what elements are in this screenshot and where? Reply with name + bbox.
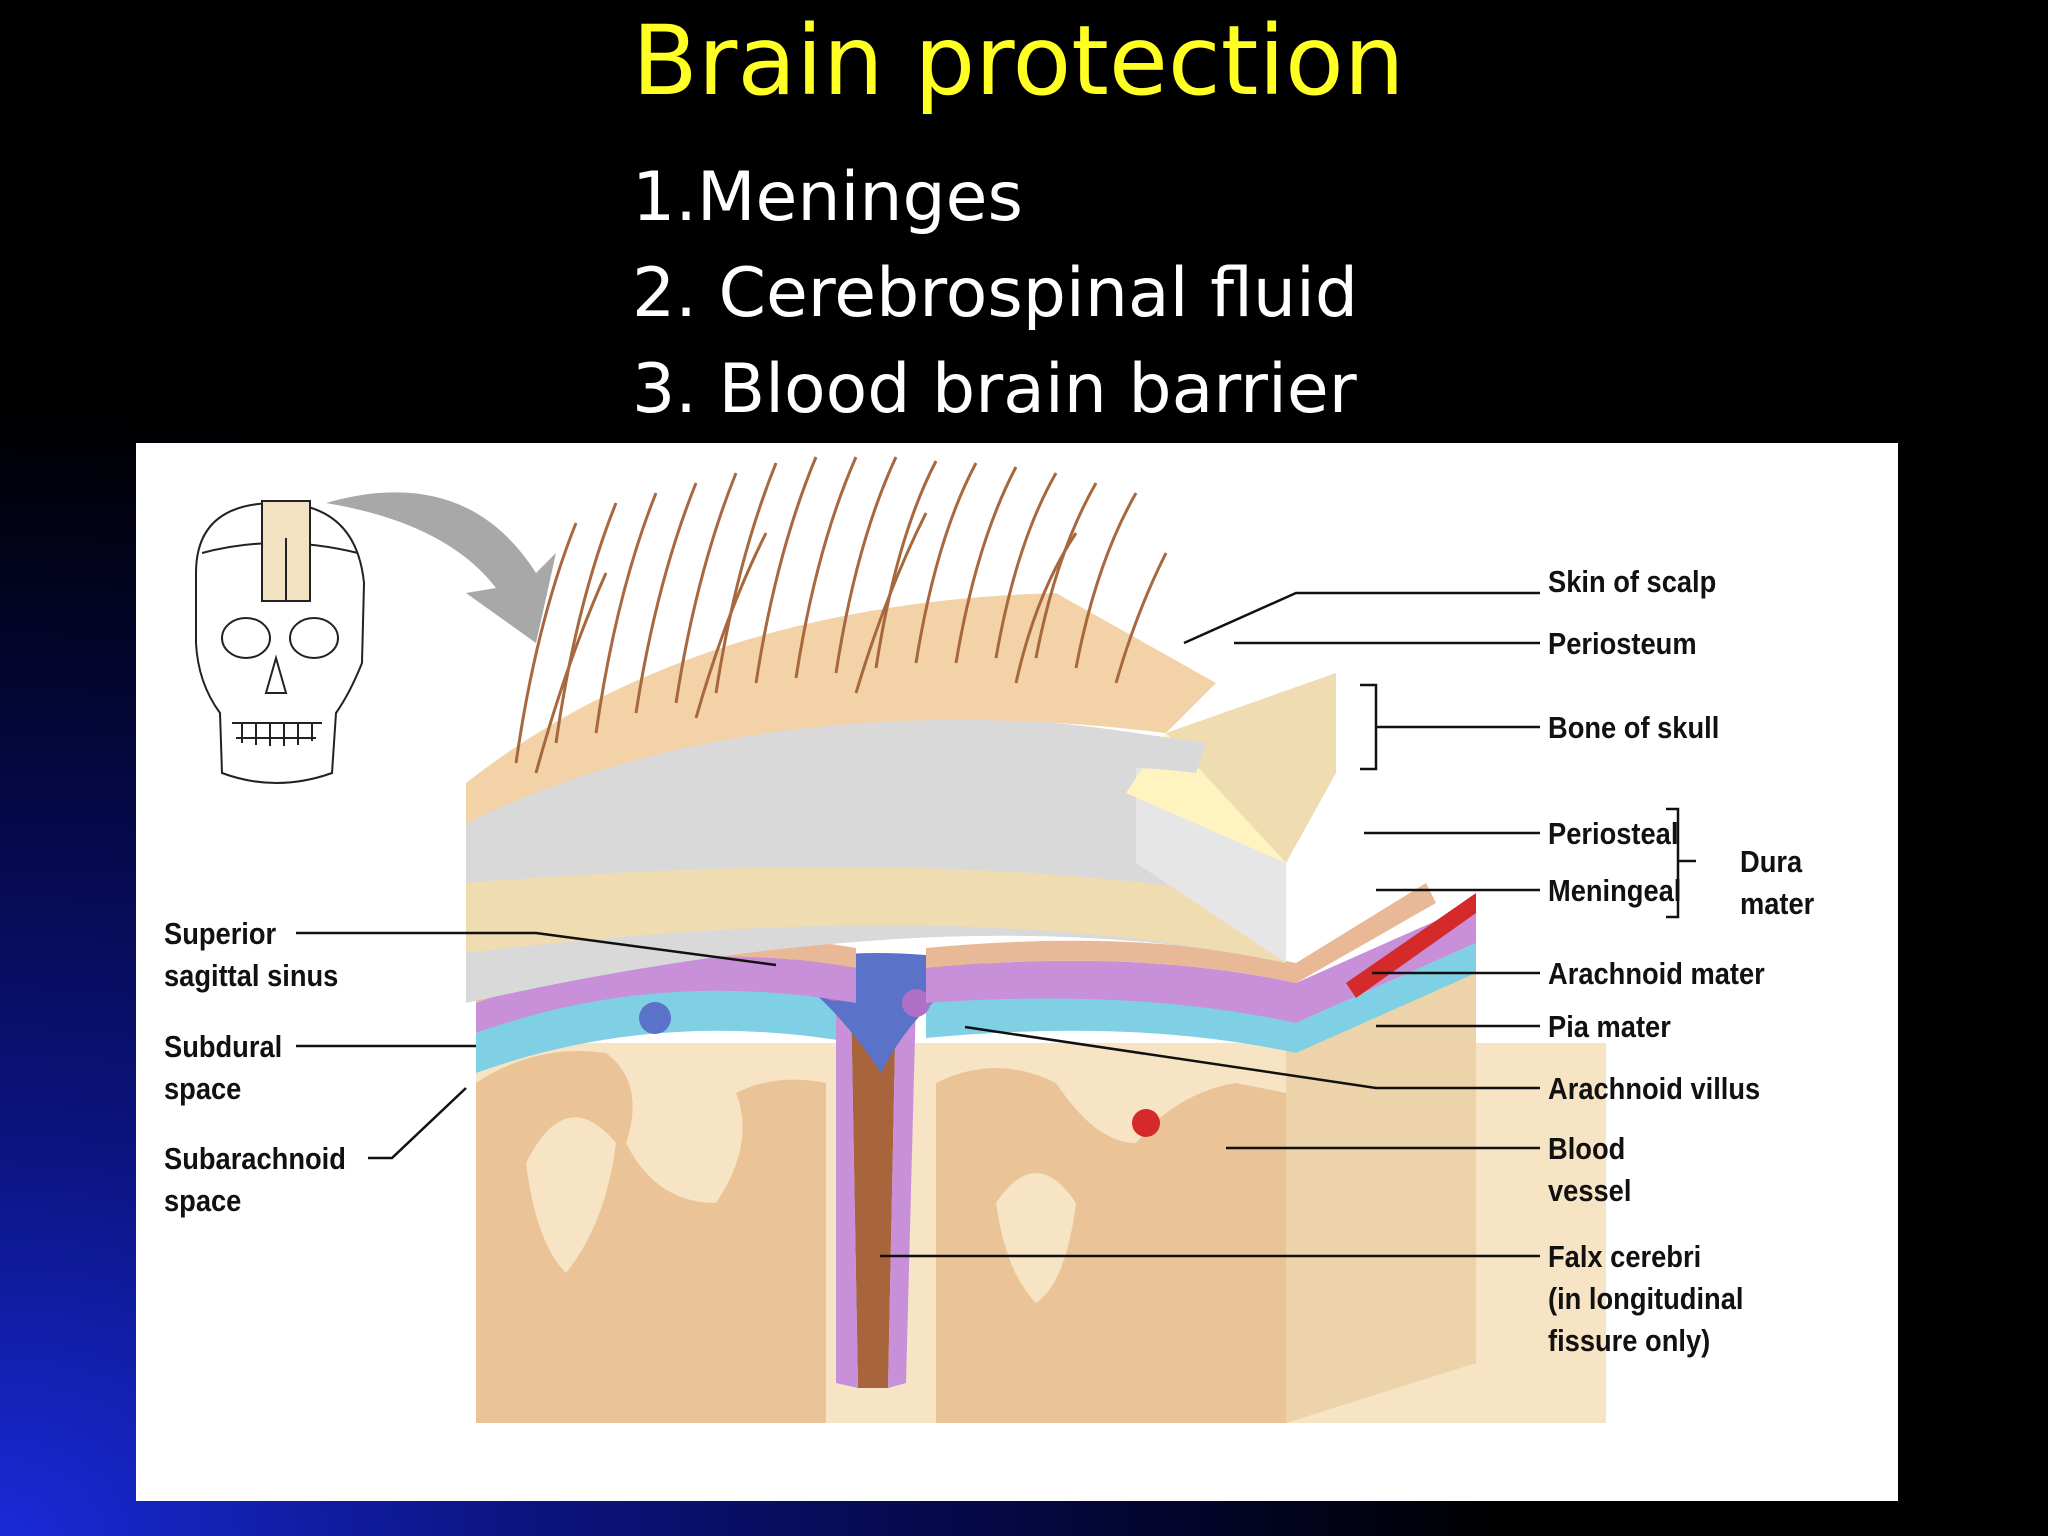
- skull-layers: [466, 456, 1336, 1003]
- topic-item-csf: 2. Cerebrospinal fluid: [632, 254, 1359, 333]
- topic-item-bbb: 3. Blood brain barrier: [632, 350, 1357, 429]
- slide-title: Brain protection: [632, 5, 1405, 117]
- skull-thumbnail: [195, 500, 366, 784]
- meninges-illustration: [195, 456, 1696, 1423]
- meninges-diagram: Skin of scalp Periosteum Bone of skull P…: [136, 443, 1898, 1501]
- label-subdural-space: Subdural space: [164, 1029, 283, 1106]
- label-falx-cerebri: Falx cerebri (in longitudinal fissure on…: [1548, 1239, 1744, 1358]
- topic-list: 1.Meninges 2. Cerebrospinal fluid 3. Blo…: [632, 150, 1358, 438]
- label-periosteal: Periosteal: [1548, 816, 1679, 851]
- label-bone-of-skull: Bone of skull: [1548, 710, 1720, 745]
- label-arachnoid-villus: Arachnoid villus: [1548, 1071, 1761, 1106]
- arrow-icon: [326, 492, 556, 643]
- label-blood-vessel: Blood vessel: [1548, 1131, 1632, 1208]
- label-superior-sagittal-sinus: Superior sagittal sinus: [164, 916, 339, 993]
- brain-block: [476, 883, 1606, 1423]
- label-dura-mater: Dura mater: [1740, 844, 1815, 921]
- label-arachnoid-mater: Arachnoid mater: [1548, 956, 1765, 991]
- label-periosteum: Periosteum: [1548, 626, 1697, 661]
- label-meningeal: Meningeal: [1548, 873, 1682, 908]
- label-skin-of-scalp: Skin of scalp: [1548, 564, 1717, 599]
- label-pia-mater: Pia mater: [1548, 1009, 1671, 1044]
- label-subarachnoid-space: Subarachnoid space: [164, 1141, 346, 1218]
- topic-item-meninges: 1.Meninges: [632, 158, 1023, 237]
- leader-lines: [296, 591, 1696, 1258]
